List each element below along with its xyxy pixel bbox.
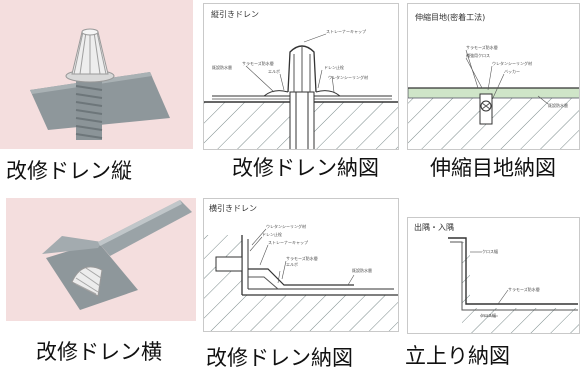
label-elbow: エルボ bbox=[286, 262, 298, 267]
label-urethane-sealant: ウレタンシーリング材 bbox=[328, 75, 368, 80]
caption-drain-detail-1: 改修ドレン納図 bbox=[232, 156, 379, 180]
label-existing-waterproof: 既設防水層 bbox=[548, 103, 568, 108]
caption-expansion-joint: 伸縮目地納図 bbox=[430, 156, 556, 180]
vertical-drain-detail-drawing: 縦引きドレン ストレーナーキャップ サラモーズ防水層 既設防水層 エルボ ドレン… bbox=[203, 3, 399, 150]
label-membrane: サラモーズ防水層 bbox=[508, 287, 540, 292]
label-elbow: エルボ bbox=[268, 69, 280, 74]
label-strainer-cap: ストレーナーキャップ bbox=[326, 29, 366, 34]
caption-horizontal-drain: 改修ドレン横 bbox=[36, 340, 162, 364]
horizontal-drain-photo bbox=[6, 198, 196, 321]
label-backer: バッカー bbox=[504, 69, 520, 74]
drawing-title: 伸縮目地(密着工法) bbox=[415, 13, 486, 22]
vertical-drain-photo bbox=[0, 0, 193, 149]
caption-vertical-drain: 改修ドレン縦 bbox=[6, 159, 132, 183]
drawing-title: 横引きドレン bbox=[209, 204, 257, 213]
label-reinforcing-cloth: 補強用クロス bbox=[466, 53, 490, 58]
label-existing-waterproof: 既設防水層 bbox=[352, 268, 372, 273]
label-cloth-width-lower: クロス幅 bbox=[480, 313, 496, 318]
caption-drain-detail-2: 改修ドレン納図 bbox=[206, 346, 353, 370]
drawing-title: 出隅・入隅 bbox=[414, 223, 454, 232]
drawing-title: 縦引きドレン bbox=[211, 10, 259, 19]
label-strainer-cap: ストレーナーキャップ bbox=[268, 240, 308, 245]
horizontal-drain-detail-drawing: 横引きドレン ウレタンシーリング材 ドレン止栓 ストレーナーキャップ サラモーズ… bbox=[203, 198, 399, 332]
label-membrane: サラモーズ防水層 bbox=[242, 61, 274, 66]
label-drain-plug: ドレン止栓 bbox=[262, 232, 282, 237]
expansion-joint-drawing: 伸縮目地(密着工法) サラモーズ防水層 補強用クロス ウレタンシーリング材 バッ… bbox=[407, 3, 580, 150]
label-membrane: サラモーズ防水層 bbox=[466, 45, 498, 50]
label-urethane-sealant: ウレタンシーリング材 bbox=[492, 61, 532, 66]
label-drain-plug: ドレン止栓 bbox=[324, 65, 344, 70]
label-urethane-sealant: ウレタンシーリング材 bbox=[266, 224, 306, 229]
label-existing-waterproof: 既設防水層 bbox=[212, 65, 232, 70]
label-membrane: サラモーズ防水層 bbox=[286, 256, 318, 261]
caption-upstand: 立上り納図 bbox=[405, 344, 510, 368]
upstand-corner-drawing: 出隅・入隅 クロス幅 サラモーズ防水層 クロス幅 bbox=[407, 217, 580, 334]
label-cloth-width-upper: クロス幅 bbox=[482, 249, 498, 254]
